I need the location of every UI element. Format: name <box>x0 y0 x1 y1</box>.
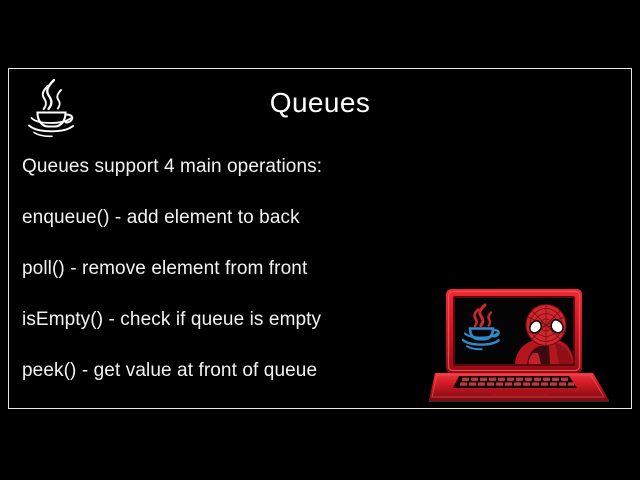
slide-frame: Queues Queues support 4 main operations:… <box>8 68 632 409</box>
java-coffee-cup-icon-screen <box>461 303 500 351</box>
body-line: enqueue() - add element to back <box>22 207 300 228</box>
slide-header: Queues <box>9 69 631 141</box>
spiderman-icon <box>515 303 573 364</box>
body-line: poll() - remove element from front <box>22 258 308 279</box>
body-line: isEmpty() - check if queue is empty <box>22 309 322 330</box>
body-line: peek() - get value at front of queue <box>22 360 318 381</box>
body-text-list: Queues support 4 main operations: enqueu… <box>22 155 452 408</box>
laptop-screen-content <box>461 303 573 364</box>
red-laptop-illustration <box>429 281 629 406</box>
java-coffee-cup-icon <box>21 76 81 138</box>
page-title: Queues <box>269 87 371 118</box>
body-line: Queues support 4 main operations: <box>22 156 323 177</box>
